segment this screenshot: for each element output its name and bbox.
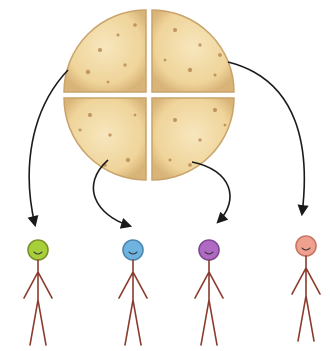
pie-piece-bottom-right (152, 98, 234, 180)
person-1 (24, 240, 52, 345)
arrow-to-person-4 (228, 62, 304, 214)
person-4 (292, 236, 320, 341)
person-4-face (296, 236, 316, 256)
pie-piece-top-right (152, 10, 234, 92)
pie (64, 10, 234, 180)
person-2 (119, 240, 147, 345)
pie-piece-bottom-left (64, 98, 146, 180)
arrow-to-person-1 (29, 70, 68, 225)
people (24, 236, 320, 345)
arrow-to-person-3 (192, 162, 230, 222)
pie-piece-top-left (64, 10, 146, 92)
person-3 (195, 240, 223, 345)
person-1-face (28, 240, 48, 260)
person-2-face (123, 240, 143, 260)
person-3-face (199, 240, 219, 260)
